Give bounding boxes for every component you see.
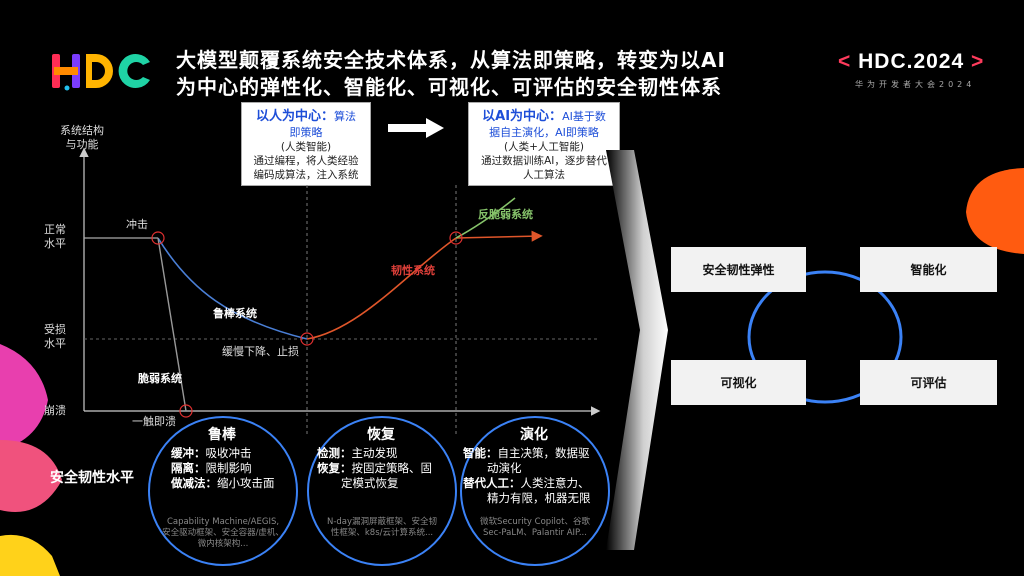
recovery-line3-val: 定模式恢复 [341,476,399,490]
robust-example-3: 微内核架构... [197,539,249,549]
cycle-box-visibility: 可视化 [671,360,806,405]
antifragile-curve [455,197,516,239]
cycle-box-intelligence: 智能化 [860,247,997,292]
circle-recovery-lines: 检测：主动发现 恢复：按固定策略、固 定模式恢复 [317,446,432,491]
collapse-level-label: 崩溃 [44,404,66,417]
normal-level-line2: 水平 [44,237,66,250]
robust-line2-val: 限制影响 [205,461,252,475]
arrow-right-icon [388,118,444,138]
callout-left-head-line2: 即策略 [289,126,323,139]
collapse-marker [179,404,193,418]
recovery-line2-key: 恢复： [317,461,352,475]
callout-right-desc-1: 通过数据训练AI，逐步替代 [481,155,607,167]
circle-evolution-lines: 智能：自主决策，数据驱 动演化 替代人工：人类注意力、 精力有限，机器无限 [463,446,591,506]
evolution-line3-val: 人类注意力、 [520,476,590,490]
robust-example-2: 安全驱动框架、安全容器/虚机、 [162,528,284,538]
decorative-petal-shapes [0,344,62,576]
decorative-orange-blob [966,168,1024,254]
robust-line3-val: 缩小攻击面 [217,476,275,490]
circle-robust-examples: Capability Machine/AEGIS, 安全驱动框架、安全容器/虚机… [150,517,296,550]
recovery-marker [449,231,463,245]
damaged-level-line2: 水平 [44,337,66,350]
event-subtitle: 华为开发者大会2024 [855,80,976,89]
callout-right-desc-2: 人工算法 [523,169,565,181]
title-line-1: 大模型颠覆系统安全技术体系，从算法即策略，转变为以AI [176,48,726,72]
event-name: HDC.2024 [858,50,965,73]
resilience-curve-chart [79,147,601,435]
fragile-system-label: 脆弱系统 [138,372,182,385]
y-axis-title-line1: 系统结构 [60,124,104,137]
circle-robust-title: 鲁棒 [208,427,236,443]
circle-recovery-title: 恢复 [367,427,395,443]
callout-ai-centric: 以AI为中心：AI基于数 据自主演化，AI即策略 (人类+人工智能) 通过数据训… [468,102,620,186]
robust-line1-key: 缓冲： [171,446,206,460]
callout-left-desc-2: 编码成算法，注入系统 [253,169,359,181]
cycle-ring [747,270,903,404]
y-axis-title: 系统结构 与功能 [60,124,104,152]
cycle-box-assessable: 可评估 [860,360,997,405]
resilient-arrow [455,230,543,242]
recovery-example-2: 性框架、k8s/云计算系统... [330,528,434,538]
robust-example-1: Capability Machine/AEGIS, [166,517,280,527]
resilience-level-label: 安全韧性水平 [50,470,134,486]
cycle-box-elasticity: 安全韧性弹性 [671,247,806,292]
callout-human-centric: 以人为中心：算法 即策略 (人类智能) 通过编程，将人类经验 编码成算法，注入系… [241,102,371,186]
bracket-right: > [971,50,985,73]
bracket-left: < [838,50,852,73]
bottom-marker [300,332,314,346]
recovery-line1-key: 检测： [317,446,352,460]
callout-left-desc-1: 通过编程，将人类经验 [253,155,359,167]
circle-evolution-title: 演化 [520,427,548,443]
normal-level-line1: 正常 [44,223,66,236]
circle-robust-lines: 缓冲：吸收冲击 隔离：限制影响 做减法：缩小攻击面 [171,446,275,491]
antifragile-system-label: 反脆弱系统 [478,208,533,221]
circle-robust [148,416,298,566]
title-line-2: 为中心的弹性化、智能化、可视化、可评估的安全韧性体系 [176,75,722,99]
callout-left-tag: (人类智能) [280,141,332,153]
robust-line3-key: 做减法： [171,476,217,490]
callout-right-head-tail: AI基于数 [562,110,606,123]
evolution-line1-val: 自主决策，数据驱 [497,446,590,460]
resilient-system-label: 韧性系统 [391,264,435,277]
evolution-line1-key: 智能： [463,446,498,460]
robust-system-label: 鲁棒系统 [213,307,257,320]
robust-line2-key: 隔离： [171,461,206,475]
circle-evolution-examples: 微软Security Copilot、谷歌 Sec-PaLM、Palantir … [462,517,608,539]
resilient-curve [306,237,457,340]
circle-recovery [307,416,457,566]
callout-left-head: 以人为中心： [255,109,334,124]
evolution-line4-val: 精力有限，机器无限 [487,491,591,505]
recovery-example-1: N-day漏洞屏蔽框架、安全韧 [326,517,438,527]
y-axis-title-line2: 与功能 [65,138,99,151]
damaged-level-label: 受损 水平 [44,323,66,351]
slow-drop-label: 缓慢下降、止损 [222,345,299,358]
event-badge: < HDC.2024 > [838,50,984,74]
evolution-example-2: Sec-PaLM、Palantir AIP... [483,528,587,538]
hdc-logo-icon [52,54,150,91]
normal-level-label: 正常 水平 [44,223,66,251]
impact-label: 冲击 [126,218,148,231]
chevron-right-icon [606,150,668,550]
callout-right-head: 以AI为中心： [482,109,563,124]
recovery-line1-val: 主动发现 [351,446,398,460]
evolution-example-1: 微软Security Copilot、谷歌 [480,517,590,527]
robust-line1-val: 吸收冲击 [205,446,252,460]
fragile-line [157,237,187,412]
circle-evolution [460,416,610,566]
robust-curve [157,237,308,340]
callout-left-head-tail: 算法 [334,110,356,123]
callout-right-head-line2: 据自主演化，AI即策略 [489,126,599,139]
circle-recovery-examples: N-day漏洞屏蔽框架、安全韧 性框架、k8s/云计算系统... [309,517,455,539]
impact-marker [151,231,165,245]
collapse-label: 一触即溃 [132,415,176,428]
callout-right-tag: (人类+人工智能) [504,141,584,153]
recovery-line2-val: 按固定策略、固 [351,461,433,475]
evolution-line2-val: 动演化 [487,461,522,475]
damaged-level-line1: 受损 [44,323,66,336]
evolution-line3-key: 替代人工： [463,476,521,490]
